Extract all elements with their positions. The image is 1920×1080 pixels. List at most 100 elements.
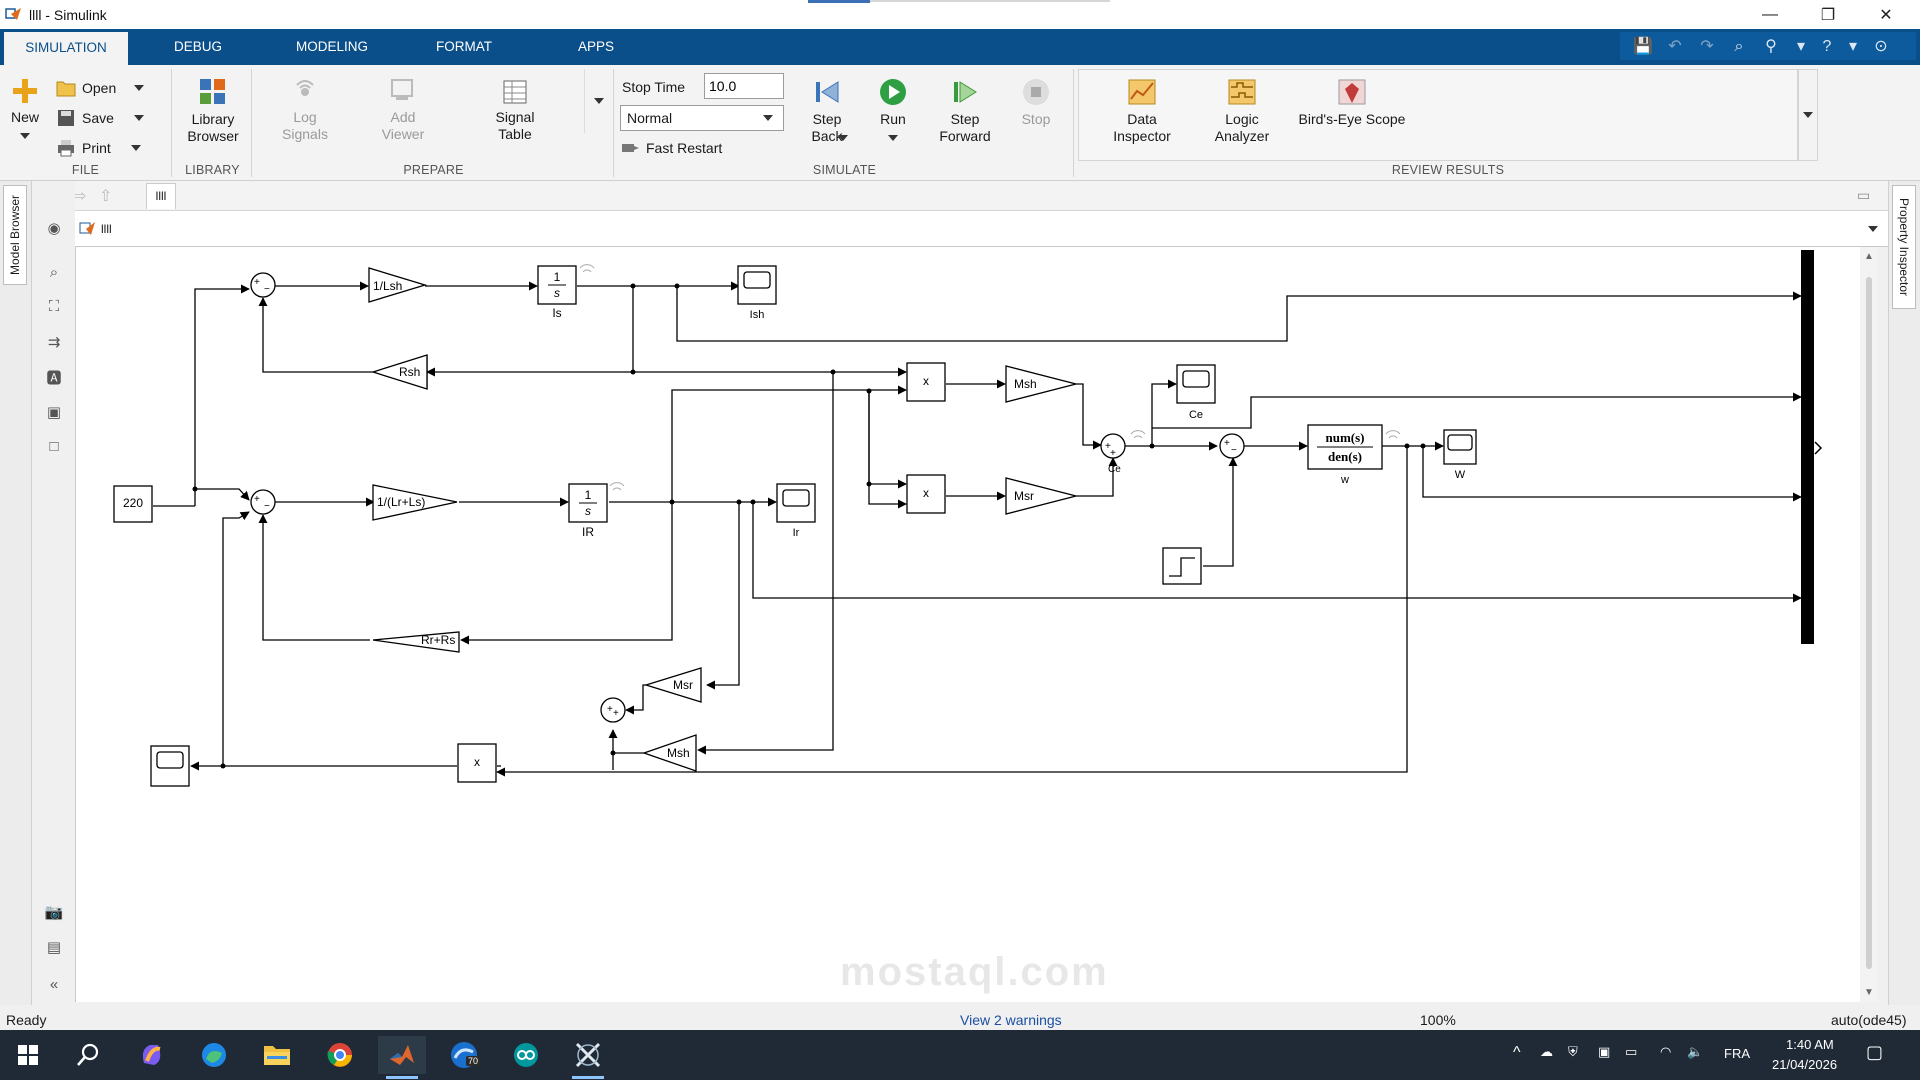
chevron-down-icon[interactable]: ▾ bbox=[1848, 38, 1858, 55]
gain-block-rr-rs[interactable] bbox=[372, 631, 460, 653]
fit-to-view-icon[interactable]: ⛶ bbox=[48, 298, 60, 315]
restore-button[interactable]: ❐ bbox=[1820, 6, 1836, 24]
scope-ce[interactable] bbox=[1176, 364, 1216, 404]
birds-eye-scope-button[interactable]: Bird's-Eye Scope bbox=[1294, 77, 1410, 128]
tab-simulation[interactable]: SIMULATION bbox=[4, 32, 128, 65]
simulation-mode-select[interactable]: Normal bbox=[620, 105, 784, 131]
signal-line[interactable] bbox=[676, 286, 1802, 342]
tab-format[interactable]: FORMAT bbox=[436, 39, 492, 54]
notifications-icon[interactable]: ▢ bbox=[1866, 1042, 1884, 1062]
transfer-function-block[interactable]: num(s) den(s) w bbox=[1307, 424, 1383, 486]
scrollbar-thumb[interactable] bbox=[1866, 277, 1872, 969]
taskbar-browser-badged[interactable]: 70 bbox=[440, 1036, 488, 1074]
minimize-button[interactable]: — bbox=[1762, 5, 1778, 23]
signal-line[interactable] bbox=[195, 488, 250, 501]
sum-blocks[interactable] bbox=[250, 272, 1245, 723]
signal-line[interactable] bbox=[258, 514, 370, 641]
signal-line[interactable] bbox=[1422, 446, 1802, 502]
scope-ir[interactable] bbox=[776, 483, 816, 523]
start-button[interactable] bbox=[4, 1036, 52, 1074]
gain-block-msh-top[interactable] bbox=[1005, 365, 1077, 403]
hide-explorer-icon[interactable]: ▭ bbox=[1857, 187, 1871, 203]
gain-block-1-lsh[interactable] bbox=[368, 267, 428, 303]
up-arrow-icon[interactable]: ⇧ bbox=[99, 188, 113, 205]
model-browser-tab[interactable]: Model Browser bbox=[3, 185, 27, 285]
taskbar-file-explorer[interactable] bbox=[253, 1036, 301, 1074]
model-data-icon[interactable]: ▤ bbox=[46, 939, 62, 956]
area-icon[interactable]: □ bbox=[49, 438, 59, 455]
signal-line[interactable] bbox=[460, 502, 673, 645]
signal-line[interactable] bbox=[625, 684, 646, 715]
screenshot-icon[interactable]: 📷 bbox=[44, 904, 64, 921]
redo-icon[interactable]: ↷ bbox=[1700, 38, 1714, 55]
fast-restart-toggle[interactable]: Fast Restart bbox=[620, 137, 722, 159]
clock-time[interactable]: 1:40 AM bbox=[1786, 1037, 1834, 1052]
security-icon[interactable]: ⛨ bbox=[1568, 1044, 1578, 1059]
wifi-icon[interactable]: ◠ bbox=[1660, 1044, 1672, 1059]
library-browser-button[interactable]: Library Browser bbox=[176, 77, 250, 145]
signal-line[interactable] bbox=[868, 390, 907, 489]
image-icon[interactable]: ▣ bbox=[46, 404, 62, 421]
undo-icon[interactable]: ↶ bbox=[1668, 38, 1682, 55]
prepare-gallery-expander[interactable] bbox=[584, 69, 612, 133]
hide-explorer-bar-icon[interactable]: ◉ bbox=[47, 220, 61, 237]
logic-analyzer-button[interactable]: Logic Analyzer bbox=[1204, 77, 1280, 145]
mux-block[interactable] bbox=[1801, 250, 1823, 644]
help-icon[interactable]: ? bbox=[1822, 38, 1832, 55]
signal-line[interactable] bbox=[1151, 379, 1177, 446]
close-button[interactable]: ✕ bbox=[1879, 6, 1893, 24]
step-block[interactable] bbox=[1162, 547, 1202, 585]
gain-block-msh-bottom[interactable] bbox=[642, 734, 697, 772]
taskbar-matlab[interactable] bbox=[378, 1036, 426, 1079]
scroll-up-icon[interactable]: ▲ bbox=[1864, 251, 1874, 262]
chevron-up-icon[interactable]: ^ bbox=[1513, 1044, 1521, 1061]
signal-table-button[interactable]: Signal Table bbox=[484, 79, 546, 143]
scope-bottom[interactable] bbox=[150, 745, 190, 787]
language-indicator[interactable]: FRA bbox=[1724, 1046, 1750, 1061]
solver-name[interactable]: auto(ode45) bbox=[1831, 1012, 1907, 1028]
speaker-icon[interactable]: 🔈 bbox=[1687, 1044, 1704, 1059]
signal-line[interactable] bbox=[706, 502, 740, 690]
product-block-middle[interactable]: x bbox=[906, 474, 946, 514]
signal-line[interactable] bbox=[222, 511, 250, 766]
gain-block-1-lr-ls[interactable] bbox=[372, 484, 458, 521]
constant-block[interactable]: 220 bbox=[113, 485, 153, 523]
taskbar-xming[interactable] bbox=[564, 1036, 612, 1079]
forward-arrow-icon[interactable]: ⇨ bbox=[73, 188, 87, 205]
collapse-left-icon[interactable]: « bbox=[49, 976, 59, 993]
product-block-top[interactable]: x bbox=[906, 362, 946, 402]
gain-block-msr-top[interactable] bbox=[1005, 477, 1077, 515]
signal-line[interactable] bbox=[258, 297, 373, 373]
onedrive-icon[interactable]: ☁ bbox=[1540, 1044, 1553, 1059]
address-model-name[interactable]: llll bbox=[101, 221, 112, 236]
chevron-down-icon[interactable] bbox=[1868, 226, 1878, 232]
gain-block-msr-bottom[interactable] bbox=[643, 667, 702, 703]
tab-apps[interactable]: APPS bbox=[577, 39, 615, 54]
model-canvas[interactable]: 220 +− +− ++ +− ++ Ce 1/Lsh 1/(Lr+Ls) Rs… bbox=[75, 247, 1870, 1002]
chevron-down-icon[interactable]: ▾ bbox=[1796, 38, 1806, 55]
save-icon[interactable]: 💾 bbox=[1633, 38, 1653, 55]
open-button[interactable]: Open bbox=[56, 77, 145, 99]
log-signals-button[interactable]: Log Signals bbox=[274, 75, 336, 143]
vertical-scrollbar[interactable]: ▲ ▼ bbox=[1860, 247, 1878, 1002]
signal-line[interactable] bbox=[671, 385, 907, 502]
search-icon[interactable]: ⌕ bbox=[1734, 38, 1744, 55]
save-button[interactable]: Save bbox=[56, 107, 144, 129]
signal-line[interactable] bbox=[1152, 392, 1802, 429]
taskbar-copilot[interactable] bbox=[128, 1036, 176, 1074]
network-card-icon[interactable]: ▣ bbox=[1598, 1044, 1611, 1059]
taskbar-edge[interactable] bbox=[190, 1036, 238, 1074]
stop-button[interactable]: Stop bbox=[1012, 77, 1060, 128]
find-options-icon[interactable]: ⚲ bbox=[1765, 38, 1777, 55]
search-button[interactable] bbox=[64, 1036, 112, 1074]
tab-modeling[interactable]: MODELING bbox=[295, 39, 368, 54]
new-button[interactable]: New bbox=[6, 77, 44, 143]
print-button[interactable]: Print bbox=[56, 137, 141, 159]
stop-time-input[interactable] bbox=[704, 73, 784, 99]
scope-w[interactable] bbox=[1443, 429, 1477, 465]
taskbar-arduino[interactable] bbox=[502, 1036, 550, 1074]
step-forward-button[interactable]: Step Forward bbox=[934, 77, 996, 145]
signal-line[interactable] bbox=[752, 502, 1802, 603]
collapse-ribbon-icon[interactable]: ⊙ bbox=[1874, 38, 1888, 55]
step-back-button[interactable]: Step Back bbox=[800, 77, 854, 145]
